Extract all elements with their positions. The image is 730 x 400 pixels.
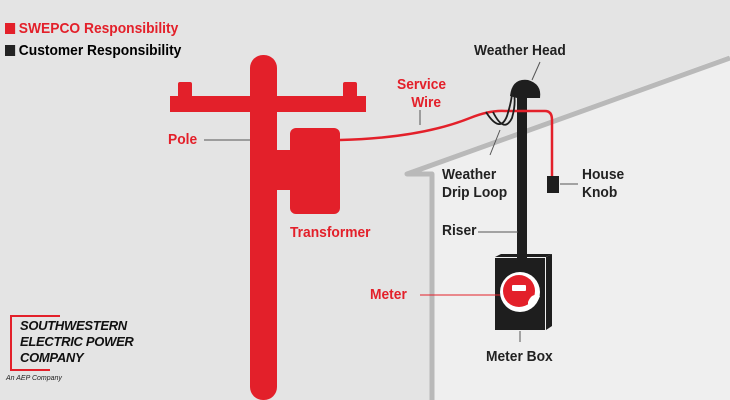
legend-customer: Customer Responsibility — [5, 42, 181, 59]
logo-subtitle: An AEP Company — [6, 375, 62, 382]
label-weather-head: Weather Head — [474, 42, 566, 59]
label-transformer: Transformer — [290, 224, 371, 241]
weather-head — [510, 79, 541, 98]
riser — [517, 88, 527, 260]
label-line: Weather — [442, 166, 497, 183]
logo-line: COMPANY — [20, 350, 84, 365]
label-pole: Pole — [168, 131, 198, 148]
legend-swatch — [5, 45, 16, 56]
service-wire — [339, 109, 554, 178]
logo-line: ELECTRIC POWER — [20, 334, 134, 349]
label-meter: Meter — [370, 286, 407, 303]
logo-text: SOUTHWESTERN ELECTRIC POWER COMPANY — [20, 318, 134, 366]
house-wall — [405, 55, 730, 400]
label-line: Wire — [411, 94, 442, 111]
label-meter-box: Meter Box — [486, 348, 553, 365]
label-riser: Riser — [442, 222, 477, 239]
drip-loop — [485, 91, 516, 126]
pole — [170, 55, 366, 400]
label-line: Service — [397, 76, 447, 93]
legend-swepco: SWEPCO Responsibility — [5, 20, 178, 37]
legend-label: Customer Responsibility — [18, 42, 182, 59]
house-knob — [547, 176, 559, 193]
legend-swatch — [5, 23, 16, 34]
label-line: Drip Loop — [442, 184, 508, 201]
legend-label: SWEPCO Responsibility — [18, 20, 179, 37]
logo-bracket — [10, 315, 60, 371]
transformer — [290, 128, 340, 214]
label-line: Knob — [582, 184, 618, 201]
logo-line: SOUTHWESTERN — [20, 318, 127, 333]
house-outline — [404, 55, 730, 400]
label-line: House — [582, 166, 625, 183]
